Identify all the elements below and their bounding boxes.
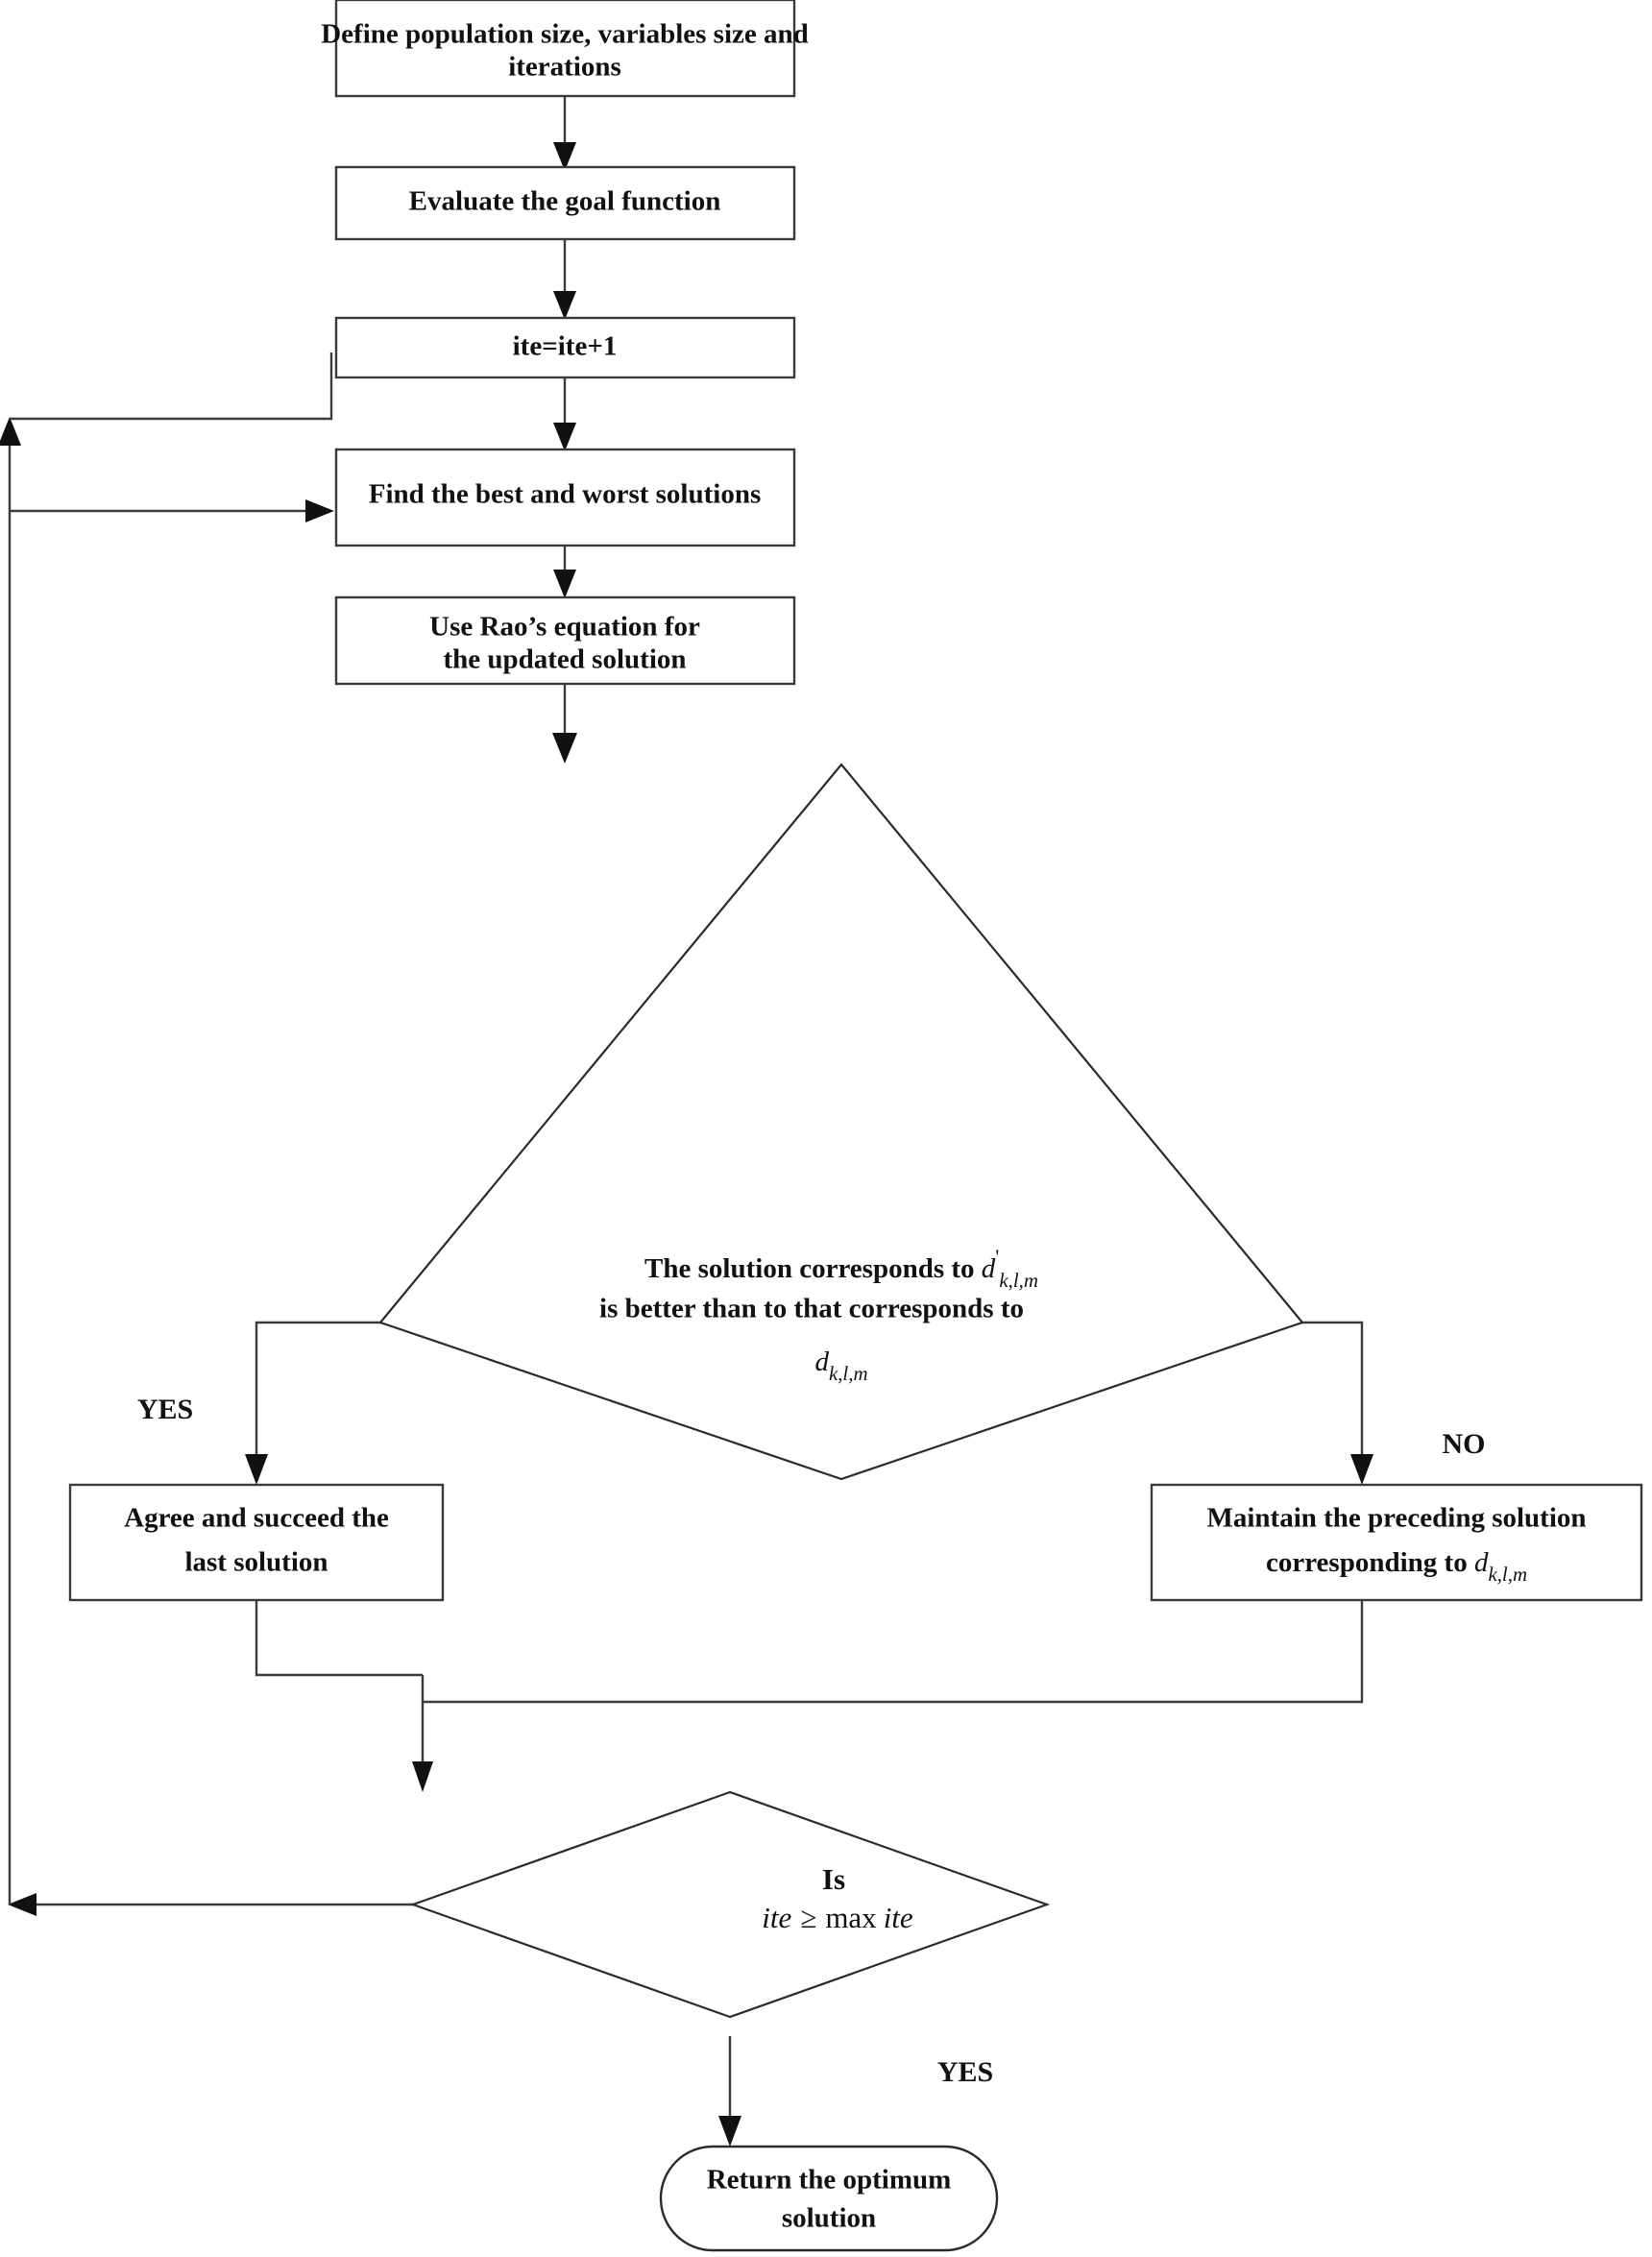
node-compare-line1: The solution corresponds to d'k,l,m	[644, 1245, 1038, 1292]
node-evaluate-goal-function[interactable]: Evaluate the goal function	[334, 165, 796, 241]
node-return-line2: solution	[782, 2203, 876, 2234]
label-compare-yes: YES	[137, 1394, 193, 1425]
node-maintain-solution[interactable]: Maintain the preceding solution correspo…	[1150, 1483, 1643, 1602]
termination-operator: ≥	[800, 1901, 816, 1934]
edge-define-to-evaluate	[553, 96, 576, 171]
compare-line3-var: d	[814, 1347, 829, 1377]
node-evaluate-line1: Evaluate the goal function	[409, 186, 721, 217]
compare-line1-var: d	[982, 1253, 996, 1284]
node-compare-decision[interactable]: The solution corresponds to d'k,l,m is b…	[378, 763, 1304, 1481]
node-iteration-increment[interactable]: ite=ite+1	[334, 316, 796, 379]
node-maintain-line2: corresponding to dk,l,m	[1266, 1547, 1527, 1586]
node-define-line1: Define population size, variables size a…	[321, 19, 809, 50]
node-rao-line2: the updated solution	[443, 644, 686, 675]
maintain-line2-sub: k,l,m	[1488, 1563, 1527, 1586]
edge-accept-to-merge	[255, 1601, 423, 1677]
maintain-line2-var: d	[1474, 1547, 1489, 1578]
node-maintain-line1: Maintain the preceding solution	[1206, 1503, 1586, 1534]
node-return-line1: Return the optimum	[707, 2165, 952, 2196]
node-return-optimum[interactable]: Return the optimum solution	[659, 2145, 999, 2252]
node-rao-equation[interactable]: Use Rao’s equation for the updated solut…	[334, 595, 796, 686]
compare-line1-prime: '	[995, 1245, 999, 1269]
edge-compare-yes-to-accept	[245, 1321, 381, 1485]
edge-merge-to-termination	[412, 1675, 433, 1792]
label-compare-no: NO	[1443, 1428, 1486, 1460]
node-find-line1: Find the best and worst solutions	[369, 479, 762, 510]
node-accept-line2: last solution	[184, 1547, 328, 1578]
node-accept-line1: Agree and succeed the	[124, 1503, 389, 1534]
edge-evaluate-to-increment	[553, 238, 576, 320]
node-define-population[interactable]: Define population size, variables size a…	[321, 0, 809, 98]
compare-line1-sub: k,l,m	[999, 1269, 1038, 1292]
maintain-line2-text: corresponding to	[1266, 1547, 1474, 1578]
edge-termination-to-return	[718, 2036, 741, 2147]
termination-ite-left: ite	[762, 1901, 791, 1934]
edge-compare-no-to-maintain	[1301, 1321, 1373, 1485]
node-find-best-worst[interactable]: Find the best and worst solutions	[334, 448, 796, 547]
node-accept-solution[interactable]: Agree and succeed the last solution	[68, 1483, 445, 1602]
label-termination-yes: YES	[937, 2056, 993, 2088]
termination-ite-right: ite	[884, 1901, 913, 1934]
termination-max: max	[825, 1901, 877, 1934]
node-compare-line3: dk,l,m	[814, 1347, 867, 1385]
edge-increment-to-find	[553, 376, 576, 451]
edge-rao-to-compare	[552, 684, 577, 764]
node-define-line2: iterations	[508, 52, 621, 83]
compare-line3-sub: k,l,m	[829, 1362, 868, 1385]
node-rao-line1: Use Rao’s equation for	[429, 612, 700, 643]
node-compare-line2: is better than to that corresponds to	[599, 1294, 1024, 1324]
node-termination-line1: Is	[822, 1862, 845, 1896]
edge-find-to-rao	[553, 546, 576, 598]
edge-maintain-to-merge	[423, 1601, 1364, 1704]
node-increment-line1: ite=ite+1	[513, 331, 618, 362]
compare-line1-text: The solution corresponds to	[644, 1253, 982, 1284]
